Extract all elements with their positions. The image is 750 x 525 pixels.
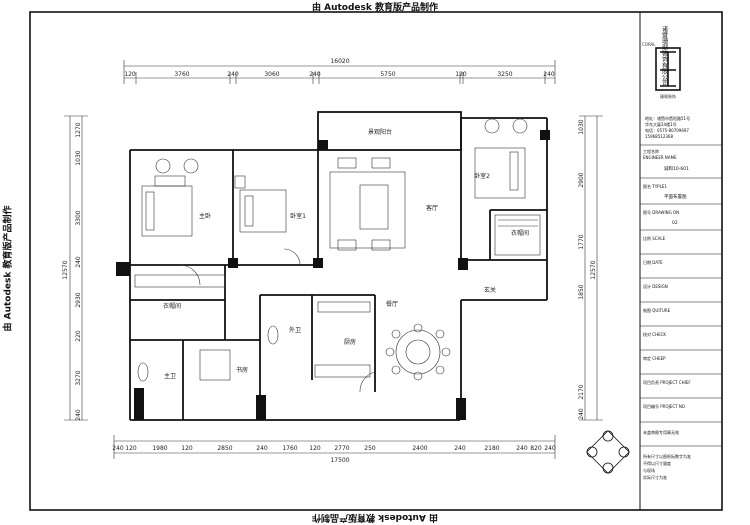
dim-left-part: 1030 [75,150,82,165]
dim-bottom-part: 120 [181,445,193,452]
dim-bottom-total: 17500 [330,457,349,464]
row-check: 校对 CHECK [643,331,666,337]
room-label-study: 书房 [236,366,248,374]
row-approve: 审定 CHEEP [643,355,666,361]
row-drafting: 制图 QUITURE [643,307,671,313]
address-line: 地址：诸暨市暨阳路51号 [645,115,690,121]
project-value: 诚和10-601 [664,165,689,172]
room-label-master: 主卧 [199,212,211,220]
dim-bottom-part: 2850 [217,445,232,452]
room-label-master-bath: 主卫 [164,372,176,380]
dim-top-part: 3760 [174,71,189,78]
drawing-value: 平面布置图 [664,193,687,200]
room-label-closet: 衣帽间 [511,229,529,237]
dim-top-part: 120 [455,71,467,78]
room-label-entry: 玄关 [484,286,496,294]
drawing-label: 图名 TYPLE1 [643,183,667,189]
dim-bottom-part: 240 [112,445,124,452]
dim-top-part: 120 [124,71,136,78]
dim-left-part: 3300 [75,210,82,225]
row-design: 设计 DESIGN [643,283,668,289]
logo-caption: 珊瑚装饰 [660,93,676,99]
dim-top-part: 240 [309,71,321,78]
dim-right-part: 240 [578,408,585,420]
dim-bottom-part: 120 [125,445,137,452]
title-block: 诸暨珊瑚装饰有限公司 CORAL 珊瑚装饰 地址：诸暨市暨阳路51号 华东大厦2… [640,25,722,480]
dim-bottom-part: 2180 [484,445,499,452]
dim-bottom-part: 120 [309,445,321,452]
sheet-border [29,11,723,511]
row-date: 日期 DATE [643,259,663,265]
dim-top-part: 3250 [497,71,512,78]
dim-bottom-part: 240 [544,445,556,452]
logo-glyph [660,51,676,87]
room-label-balcony: 景观阳台 [368,128,392,136]
room-label-cloakroom: 衣帽间 [163,302,181,310]
room-label-bedroom1: 卧室1 [290,212,306,220]
address-line: 15968512368 [645,134,673,139]
dim-bottom-part: 250 [364,445,376,452]
wall-columns [116,130,550,420]
room-label-living: 客厅 [426,204,438,212]
number-label: 图号 DRAWING ON [643,209,679,215]
dim-right-total: 12570 [590,260,597,279]
address-line: 电话：0575-80709697 [645,127,689,133]
dim-left-part: 1270 [75,122,82,137]
dim-top-part: 240 [227,71,239,78]
row-project-no: 项目编号 PROJECT NO [643,403,685,409]
dimension-note: 实际尺寸为准 [643,474,667,480]
room-label-dining: 餐厅 [386,300,398,308]
dim-right-part: 1030 [578,119,585,134]
dim-right-part: 2900 [578,172,585,187]
company-name-vertical: 诸暨珊瑚装饰有限公司 [661,25,668,86]
number-value: 02 [672,220,678,226]
stamp-note: 未盖审图专用章无效 [643,429,679,435]
address-line: 华东大厦24楼1号 [645,121,677,127]
dim-right-part: 1850 [578,284,585,299]
row-scale: 比例 SCALE [643,235,666,241]
dim-bottom-part: 240 [256,445,268,452]
dim-left-part: 240 [75,409,82,421]
room-label-bedroom2: 卧室2 [474,172,490,180]
dimension-note: 与现场 [643,467,655,473]
dimension-note: 不得以尺寸量度 [643,460,671,466]
dim-top-part: 240 [543,71,555,78]
dim-left-part: 3270 [75,370,82,385]
company-logo-icon [655,47,681,91]
dim-bottom-part: 820 [530,445,542,452]
dim-bottom-part: 240 [516,445,528,452]
dim-right-part: 2170 [578,384,585,399]
room-label-guest-bath: 外卫 [289,326,301,334]
room-label-kitchen: 厨房 [344,338,356,346]
dim-top-total: 16020 [330,58,349,65]
dim-left-part: 240 [75,256,82,268]
compass-icon [586,430,630,474]
dim-top-part: 5750 [380,71,395,78]
project-label-cn: 工程名称 [643,148,659,154]
dim-bottom-part: 2400 [412,445,427,452]
project-label-en: ENGINEER NAME [643,155,677,160]
dim-left-part: 220 [75,330,82,342]
dim-bottom-part: 2770 [334,445,349,452]
dimension-ticks [64,60,603,459]
dim-left-total: 12570 [62,260,69,279]
row-project-chief: 项目负责 PROJECT CHIEF [643,379,691,385]
dim-bottom-part: 240 [454,445,466,452]
furniture [134,118,541,393]
logo-sub: CORAL [642,42,656,47]
dim-right-part: 1770 [578,234,585,249]
dim-left-part: 2930 [75,292,82,307]
dim-bottom-part: 1760 [282,445,297,452]
watermark-top: 由 Autodesk 教育版产品制作 [311,3,438,13]
dim-top-part: 3060 [264,71,279,78]
dimension-lines [69,65,598,454]
dim-bottom-part: 1980 [152,445,167,452]
dimension-note: 所有尺寸以图纸标数字为准 [643,453,691,459]
